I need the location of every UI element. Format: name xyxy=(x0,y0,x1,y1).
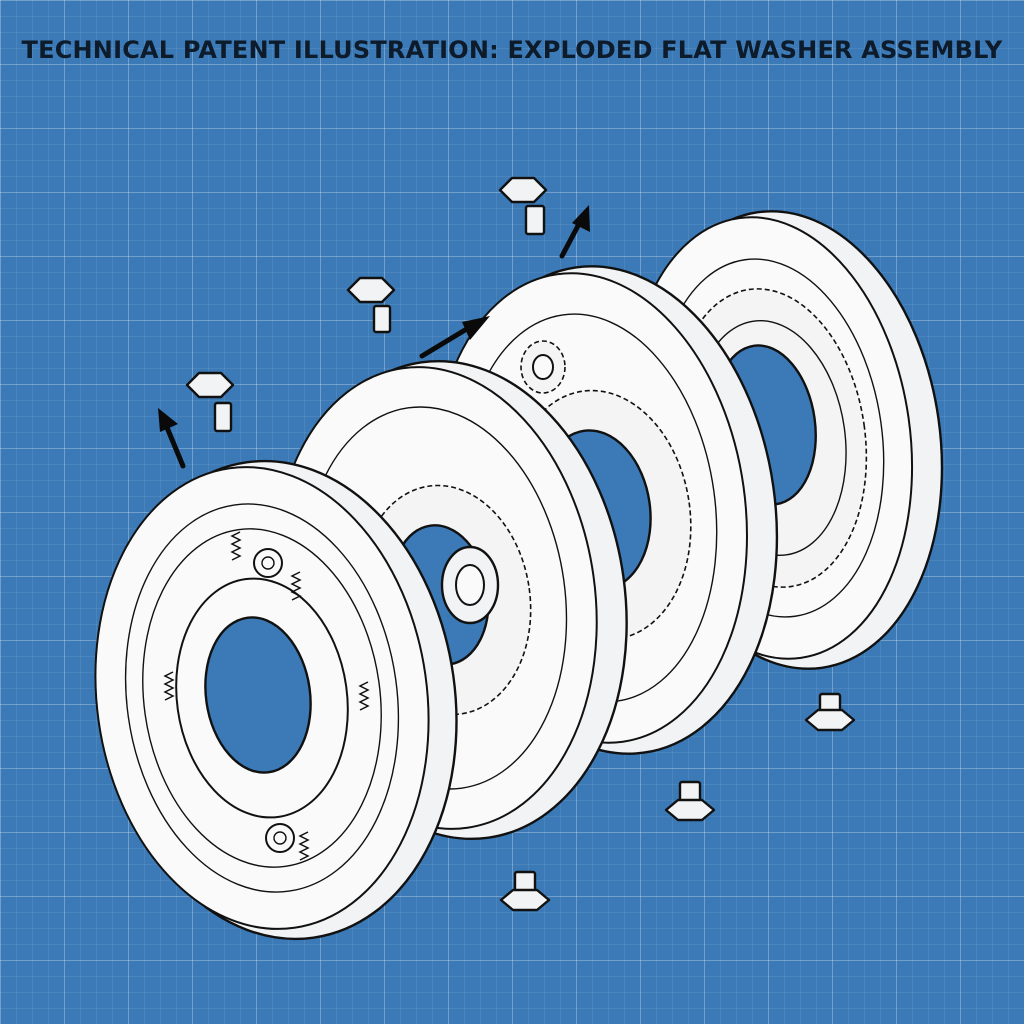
front-washer-plate xyxy=(94,459,458,941)
hex-bolt xyxy=(804,692,856,732)
diagram-title: TECHNICAL PATENT ILLUSTRATION: EXPLODED … xyxy=(21,36,1003,64)
explode-direction-arrow xyxy=(559,205,590,259)
hex-bolt xyxy=(499,870,551,912)
compression-spring xyxy=(163,531,370,861)
mounting-boss xyxy=(253,548,283,578)
hex-bolt xyxy=(664,780,716,822)
hex-bolt xyxy=(346,276,396,334)
explode-direction-arrow xyxy=(419,316,490,359)
explode-direction-arrow xyxy=(158,408,186,469)
hex-bolt xyxy=(185,371,235,433)
hex-bolt xyxy=(498,176,548,236)
mounting-boss xyxy=(265,823,295,853)
